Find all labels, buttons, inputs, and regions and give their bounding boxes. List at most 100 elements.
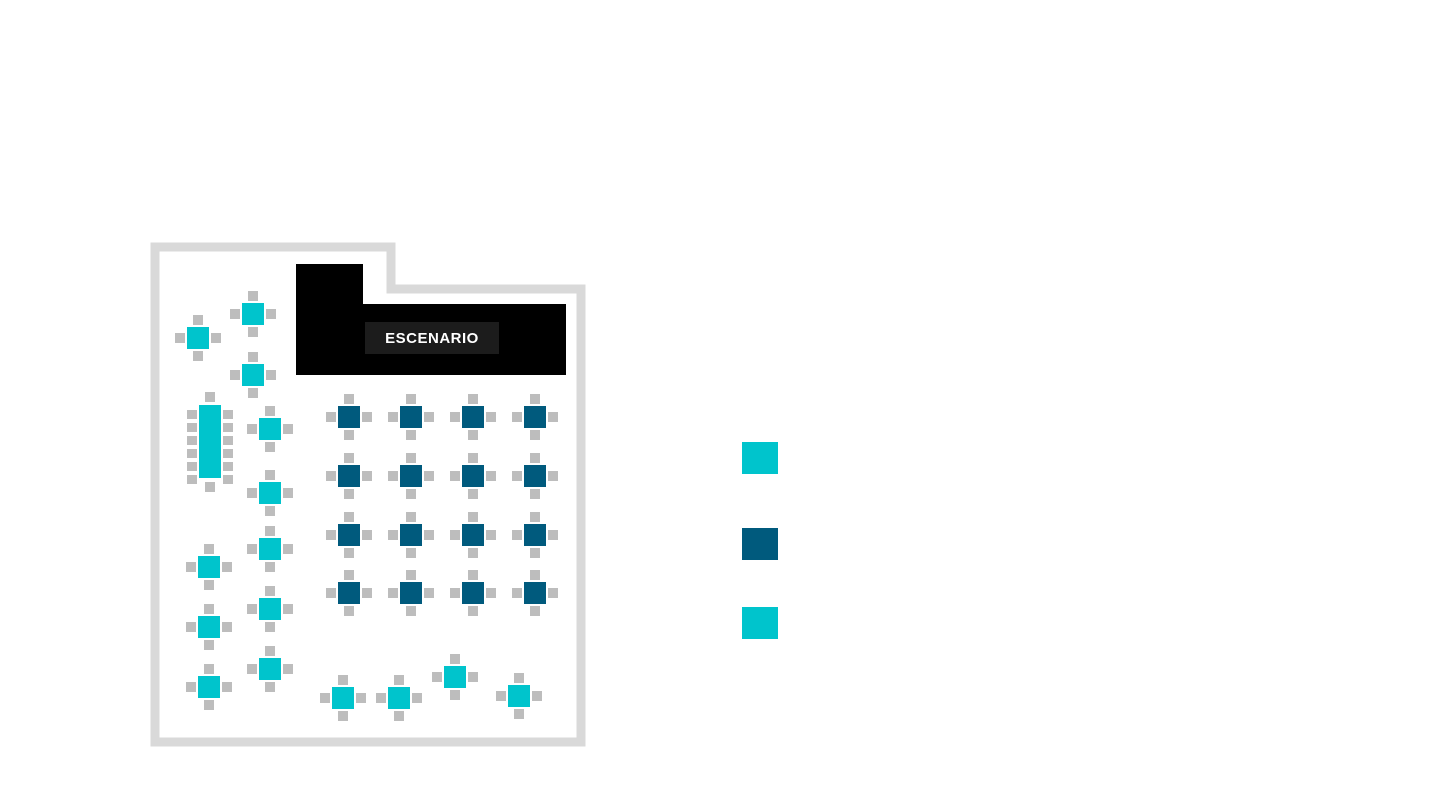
chair: [530, 512, 540, 522]
chair: [362, 412, 372, 422]
tables-layer: [175, 291, 558, 721]
table-dark: [400, 582, 422, 604]
chair: [388, 471, 398, 481]
chair: [204, 700, 214, 710]
chair: [248, 291, 258, 301]
table-dark: [524, 582, 546, 604]
chair: [248, 327, 258, 337]
table-dark: [462, 582, 484, 604]
chair: [512, 412, 522, 422]
chair: [548, 412, 558, 422]
table-light: [259, 658, 281, 680]
chair: [468, 489, 478, 499]
chair: [548, 530, 558, 540]
chair: [265, 562, 275, 572]
chair: [432, 672, 442, 682]
table-dark: [338, 524, 360, 546]
chair: [283, 664, 293, 674]
chair: [362, 471, 372, 481]
chair: [530, 394, 540, 404]
chair: [548, 471, 558, 481]
chair: [344, 453, 354, 463]
table-light: [332, 687, 354, 709]
chair: [406, 512, 416, 522]
chair: [344, 430, 354, 440]
chair: [205, 392, 215, 402]
chair: [406, 394, 416, 404]
chair: [222, 622, 232, 632]
chair: [204, 604, 214, 614]
chair: [424, 588, 434, 598]
table-dark: [400, 465, 422, 487]
chair: [187, 423, 197, 432]
chair: [512, 530, 522, 540]
chair: [186, 682, 196, 692]
chair: [388, 588, 398, 598]
legend-swatch-light-2: [742, 607, 778, 639]
chair: [344, 394, 354, 404]
legend-swatch-light-1: [742, 442, 778, 474]
chair: [406, 430, 416, 440]
chair: [223, 423, 233, 432]
chair: [344, 570, 354, 580]
chair: [187, 449, 197, 458]
chair: [266, 309, 276, 319]
chair: [205, 482, 215, 492]
table-light: [198, 616, 220, 638]
chair: [211, 333, 221, 343]
chair: [512, 588, 522, 598]
banquet-table: [199, 405, 221, 478]
table-dark: [462, 406, 484, 428]
chair: [283, 488, 293, 498]
chair: [204, 544, 214, 554]
chair: [187, 410, 197, 419]
chair: [186, 562, 196, 572]
chair: [486, 412, 496, 422]
chair: [468, 570, 478, 580]
table-dark: [338, 406, 360, 428]
chair: [247, 424, 257, 434]
chair: [532, 691, 542, 701]
table-light: [198, 556, 220, 578]
chair: [450, 690, 460, 700]
stage-label: ESCENARIO: [365, 322, 499, 354]
chair: [486, 588, 496, 598]
chair: [204, 664, 214, 674]
chair: [222, 682, 232, 692]
chair: [468, 394, 478, 404]
table-dark: [400, 524, 422, 546]
table-light: [242, 303, 264, 325]
chair: [468, 672, 478, 682]
chair: [223, 462, 233, 471]
chair: [412, 693, 422, 703]
chair: [388, 530, 398, 540]
chair: [344, 606, 354, 616]
table-light: [259, 418, 281, 440]
chair: [406, 570, 416, 580]
chair: [406, 548, 416, 558]
chair: [394, 675, 404, 685]
chair: [424, 530, 434, 540]
table-dark: [462, 465, 484, 487]
chair: [530, 430, 540, 440]
chair: [265, 442, 275, 452]
chair: [266, 370, 276, 380]
chair: [406, 606, 416, 616]
table-dark: [338, 465, 360, 487]
chair: [496, 691, 506, 701]
table-light: [242, 364, 264, 386]
chair: [223, 436, 233, 445]
chair: [320, 693, 330, 703]
table-light: [388, 687, 410, 709]
chair: [514, 709, 524, 719]
chair: [265, 682, 275, 692]
table-light: [508, 685, 530, 707]
chair: [362, 530, 372, 540]
chair: [265, 646, 275, 656]
table-light: [259, 598, 281, 620]
chair: [283, 604, 293, 614]
chair: [344, 489, 354, 499]
chair: [326, 412, 336, 422]
chair: [450, 654, 460, 664]
chair: [344, 548, 354, 558]
